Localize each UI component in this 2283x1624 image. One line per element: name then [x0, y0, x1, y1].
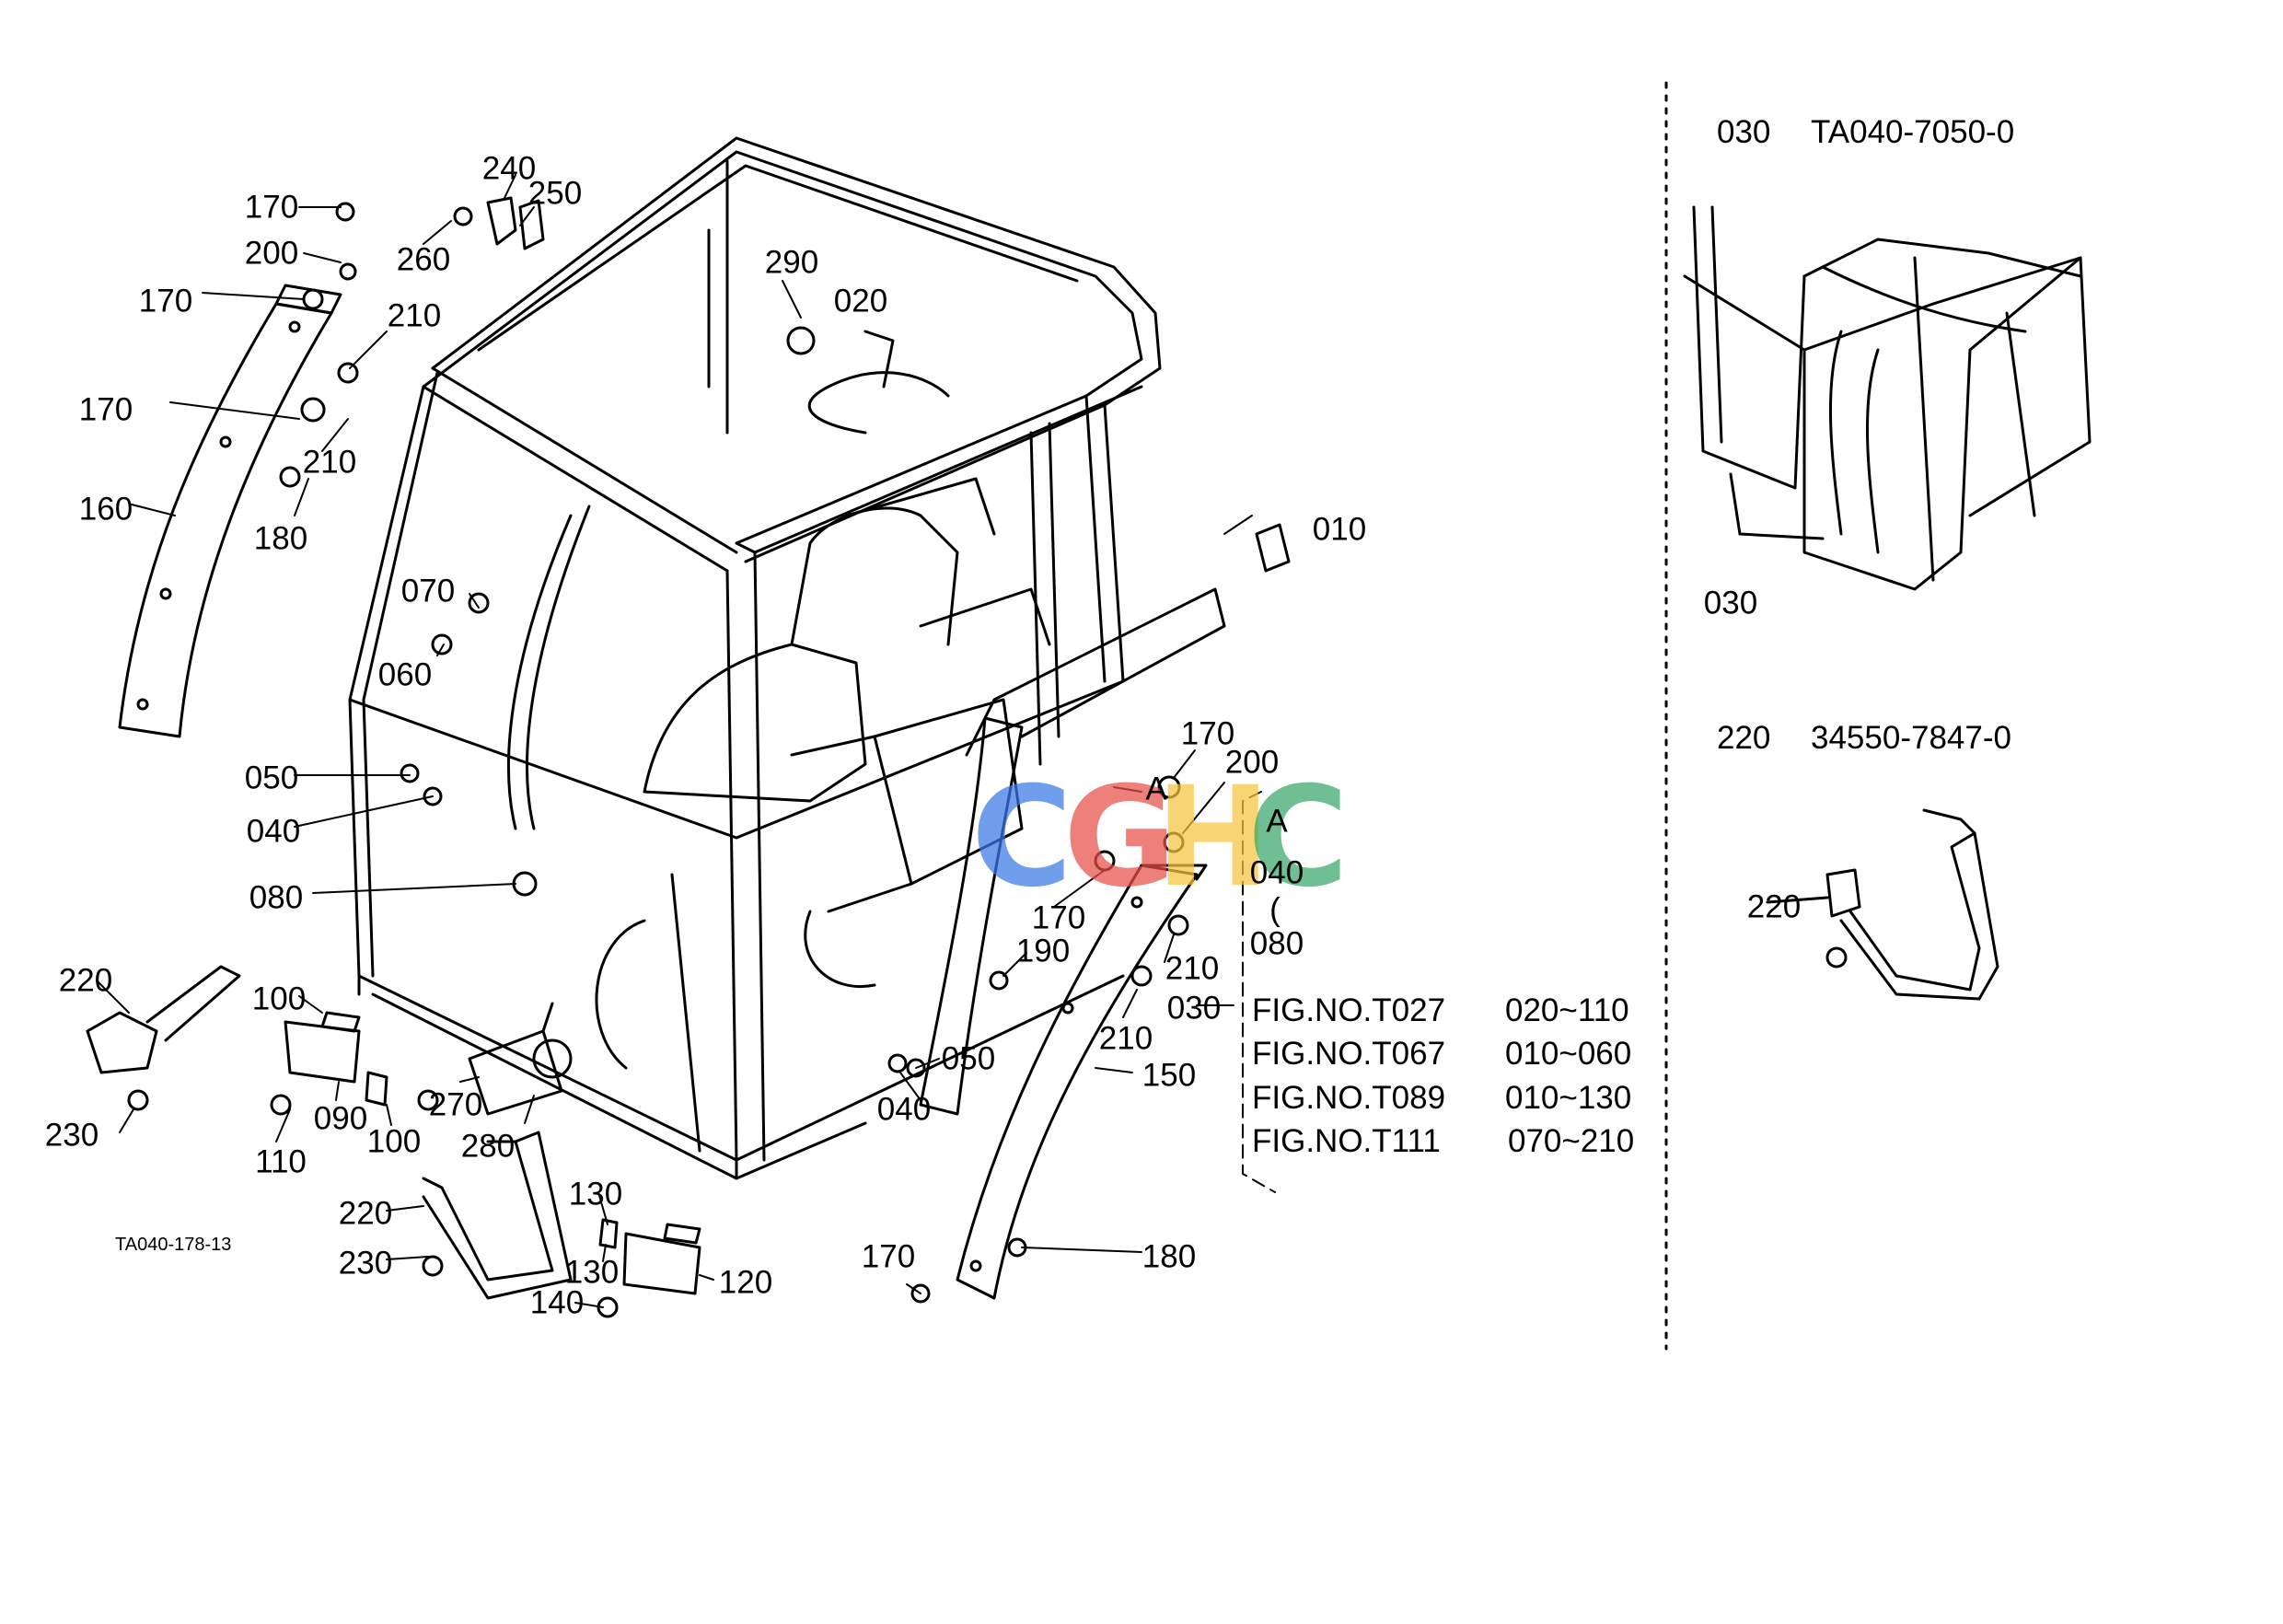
plate-090: [284, 1011, 388, 1107]
figure-ref-range: 010~060: [1505, 1036, 1632, 1072]
cab-interior: [507, 477, 1051, 1153]
callout-label: 050: [244, 760, 299, 796]
figure-ref-fig: FIG.NO.T027: [1252, 992, 1446, 1028]
callout-label: 100: [251, 980, 307, 1017]
callout-label: 050: [941, 1040, 996, 1077]
callout-label: 130: [568, 1176, 623, 1212]
figure-ref-fig: FIG.NO.T111: [1252, 1123, 1441, 1159]
callout-label: 210: [387, 297, 442, 334]
insert-030-ref: 030: [1717, 114, 1771, 150]
insert-030-callout: 030: [1703, 585, 1758, 621]
callout-label: 270: [428, 1086, 483, 1123]
callout-label: 210: [302, 444, 357, 481]
watermark-letter-c1: C: [971, 758, 1073, 918]
right-fender: [919, 587, 1226, 1116]
callout-label: 170: [1180, 715, 1235, 752]
insert-220-part-number: 34550-7847-0: [1811, 720, 2011, 756]
callout-label: 200: [244, 235, 299, 272]
cab-posts: [348, 159, 1125, 1162]
insert-220-ref: 220: [1717, 720, 1771, 756]
callout-label: 200: [1224, 744, 1280, 781]
callout-label: 170: [78, 391, 133, 428]
callout-label: 040: [246, 813, 301, 850]
callout-label: 090: [313, 1100, 368, 1137]
callout-label: 130: [564, 1254, 620, 1291]
left-fender-160: [118, 284, 342, 738]
watermark-letter-c2: C: [1247, 758, 1350, 918]
watermark-letter-g: G: [1063, 758, 1177, 918]
callout-label: 030: [1166, 990, 1222, 1027]
callout-label: 040: [1249, 854, 1304, 891]
right-fender-150: [956, 864, 1208, 1300]
callout-label: 070: [400, 573, 456, 609]
callout-label: 260: [396, 241, 451, 278]
callout-label: 180: [1142, 1238, 1197, 1275]
figure-ref-range: 020~110: [1505, 992, 1629, 1028]
callout-label: 230: [338, 1245, 393, 1282]
figure-ref-fig: FIG.NO.T067: [1252, 1036, 1446, 1072]
drawing-code: TA040-178-13: [115, 1235, 232, 1255]
figure-ref-fig: FIG.NO.T089: [1252, 1080, 1446, 1116]
insert-030-part-number: TA040-7050-0: [1811, 114, 2015, 150]
plate-120: [598, 1218, 701, 1295]
callout-label: 280: [460, 1128, 516, 1165]
callout-label: 170: [138, 283, 193, 319]
callout-label: 120: [718, 1264, 773, 1301]
callout-label: 210: [1098, 1020, 1153, 1057]
watermark: C G H C: [971, 769, 1358, 907]
wiper-motor: [468, 1002, 573, 1116]
callout-label: 150: [1142, 1057, 1197, 1094]
callout-label: 100: [366, 1123, 422, 1160]
callout-label: A: [1145, 771, 1167, 807]
callout-label: 170: [861, 1238, 916, 1275]
callout-label: 190: [1015, 933, 1071, 969]
callout-label: 220: [58, 962, 113, 999]
insert-220-callout: 220: [1746, 888, 1802, 925]
cab-lower-frame: [348, 679, 1125, 1180]
callout-label: 250: [527, 175, 583, 212]
watermark-letter-h: H: [1155, 758, 1271, 918]
fasteners: [127, 196, 1291, 1318]
callout-label: 060: [377, 656, 433, 693]
reference-bracket: [1242, 791, 1276, 1193]
figure-ref-range: 070~210: [1508, 1123, 1635, 1159]
insert-030-drawing: [1683, 205, 2092, 591]
callout-label: 210: [1165, 950, 1220, 987]
callout-label: 170: [1031, 899, 1086, 936]
leader-lines: [96, 174, 1253, 1308]
callout-label: (: [1269, 891, 1281, 928]
callout-label: 010: [1312, 511, 1367, 548]
callout-label: 220: [338, 1195, 393, 1232]
callout-label: 020: [833, 283, 888, 319]
callout-label: 160: [78, 491, 133, 528]
insert-220-drawing: [1729, 472, 1999, 1001]
step-bracket-left: [86, 965, 241, 1074]
callout-label: 110: [255, 1143, 307, 1180]
callout-label: 230: [44, 1117, 99, 1154]
callout-label: A: [1266, 803, 1288, 840]
callout-label: 240: [481, 150, 537, 187]
callout-label: 080: [249, 879, 304, 916]
callout-label: 080: [1249, 925, 1304, 962]
callout-label: 140: [529, 1284, 585, 1321]
step-bracket-lower: [422, 1131, 573, 1300]
callout-label: 290: [764, 244, 819, 281]
callout-label: 040: [876, 1091, 932, 1128]
callout-label: 180: [253, 520, 308, 557]
figure-ref-range: 010~130: [1505, 1080, 1632, 1116]
callout-label: 170: [244, 189, 299, 226]
